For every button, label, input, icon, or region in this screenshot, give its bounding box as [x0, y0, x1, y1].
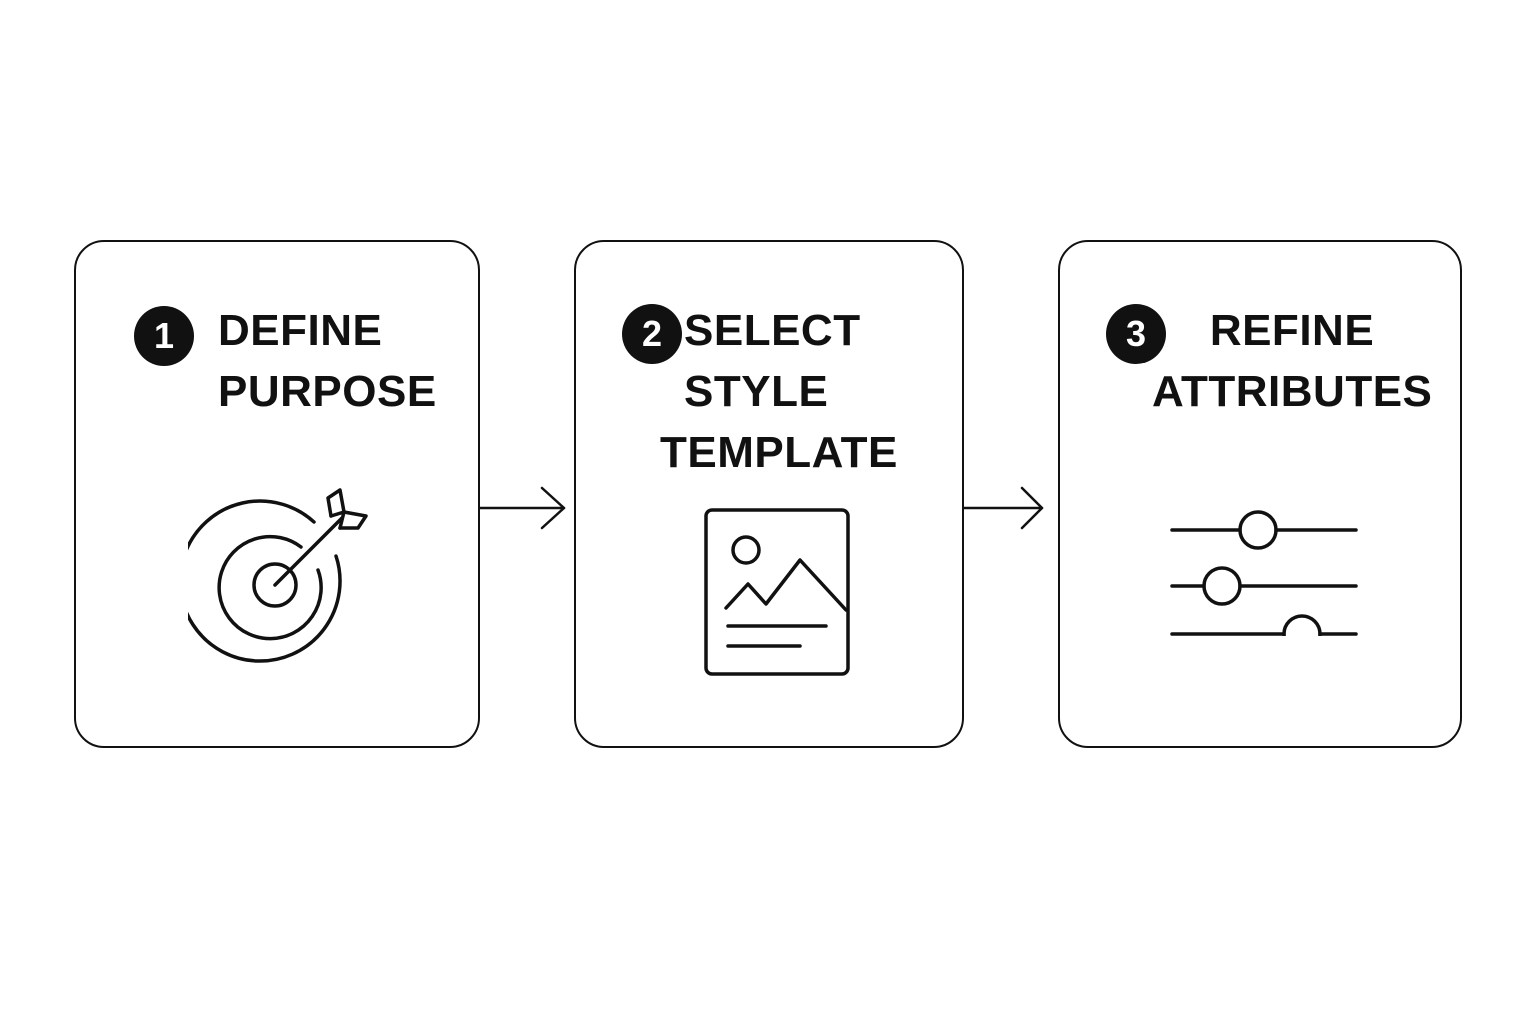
step-title: DEFINE PURPOSE — [218, 300, 437, 422]
image-template-icon — [704, 508, 850, 676]
step-number-badge: 3 — [1106, 304, 1166, 364]
step-title-line: REFINE — [1209, 306, 1375, 355]
target-arrow-icon — [188, 488, 368, 663]
step-title-line: ATTRIBUTES — [1152, 367, 1433, 416]
flow-arrow-icon — [964, 486, 1044, 530]
step-number-badge: 1 — [134, 306, 194, 366]
step-card-select-style-template: 2 SELECT STYLE TEMPLATE — [574, 240, 964, 748]
step-number-badge: 2 — [622, 304, 682, 364]
step-title: REFINE ATTRIBUTES — [1152, 300, 1432, 422]
step-title-line: SELECT — [684, 306, 861, 355]
step-title-line: PURPOSE — [218, 367, 437, 416]
step-title-line: DEFINE — [218, 306, 383, 355]
step-title: SELECT STYLE TEMPLATE — [660, 300, 898, 483]
sliders-icon — [1170, 510, 1358, 636]
step-card-refine-attributes: 3 REFINE ATTRIBUTES — [1058, 240, 1462, 748]
step-card-define-purpose: 1 DEFINE PURPOSE — [74, 240, 480, 748]
step-title-line: STYLE — [684, 367, 829, 416]
flow-arrow-icon — [480, 486, 566, 530]
step-title-line: TEMPLATE — [660, 428, 898, 477]
